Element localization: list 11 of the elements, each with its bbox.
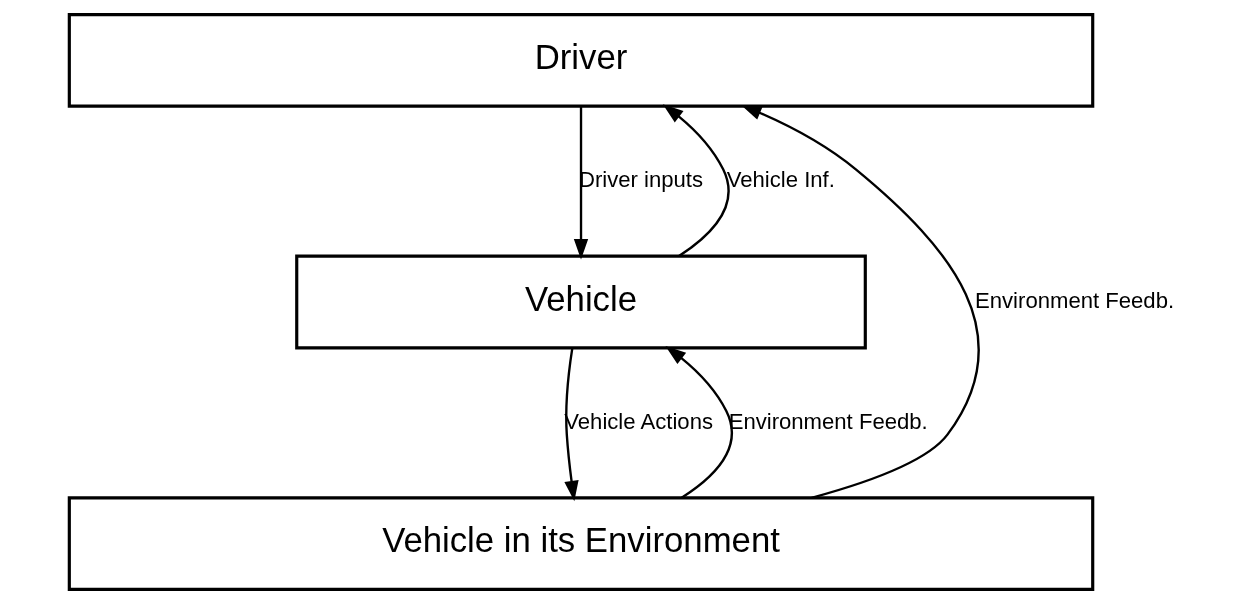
arrow (665, 346, 733, 499)
arrow (564, 348, 579, 502)
node-box: Vehicle (295, 254, 867, 350)
edge-label: Environment Feedb. (975, 287, 1175, 313)
edge-label: Environment Feedb. (728, 408, 928, 434)
arrow (573, 106, 589, 260)
edge-label: Vehicle Inf. (726, 167, 835, 193)
node-box: Vehicle in its Environment (67, 496, 1095, 592)
arrow (662, 104, 730, 258)
arrow (741, 105, 980, 499)
node-box: Driver (67, 13, 1095, 108)
